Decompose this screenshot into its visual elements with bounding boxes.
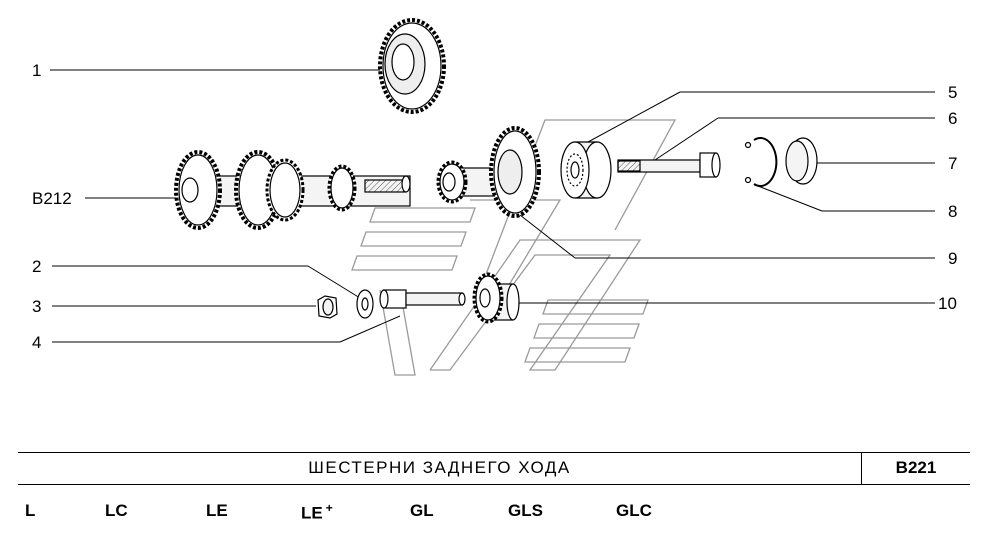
exploded-parts-diagram bbox=[50, 18, 935, 376]
cap-part-7 bbox=[785, 137, 818, 185]
gear-part-1 bbox=[378, 18, 446, 114]
gear-part-9 bbox=[436, 126, 541, 218]
shaft-part-4 bbox=[379, 289, 466, 309]
callout-4: 4 bbox=[32, 333, 42, 352]
callout-ref-b212: B212 bbox=[32, 189, 72, 208]
callout-5: 5 bbox=[948, 83, 958, 102]
variant-gls: GLS bbox=[508, 501, 543, 520]
variant-l: L bbox=[25, 501, 36, 520]
page-code: B221 bbox=[895, 458, 937, 477]
callout-10: 10 bbox=[938, 294, 957, 313]
leader-lines bbox=[50, 69, 935, 343]
nut-part-3 bbox=[317, 295, 338, 319]
variant-le: LE bbox=[206, 501, 228, 520]
callout-8: 8 bbox=[948, 202, 958, 221]
page-title: ШЕСТЕРНИ ЗАДНЕГО ХОДА bbox=[308, 458, 571, 477]
callout-2: 2 bbox=[32, 257, 42, 276]
variant-le-plus-label: LE bbox=[301, 503, 323, 523]
variant-gl: GL bbox=[410, 501, 434, 520]
variant-plus-sign: + bbox=[325, 501, 333, 515]
variant-lc: LC bbox=[105, 501, 128, 520]
callout-9: 9 bbox=[948, 249, 958, 268]
callout-1: 1 bbox=[32, 61, 42, 80]
circlip-part-8 bbox=[744, 137, 778, 187]
callout-6: 6 bbox=[948, 109, 958, 128]
bolt-part-6 bbox=[617, 152, 721, 178]
gear-part-10 bbox=[472, 272, 520, 324]
variant-le-plus: LE+ bbox=[301, 501, 333, 524]
title-divider bbox=[861, 453, 862, 484]
variant-glc: GLC bbox=[616, 501, 652, 520]
title-bar: ШЕСТЕРНИ ЗАДНЕГО ХОДА B221 bbox=[18, 452, 970, 485]
secondary-shaft-assembly bbox=[174, 150, 411, 230]
callout-3: 3 bbox=[32, 297, 42, 316]
bearing-part-5 bbox=[560, 141, 612, 199]
callout-7: 7 bbox=[948, 154, 958, 173]
washer-part-2 bbox=[356, 289, 374, 319]
